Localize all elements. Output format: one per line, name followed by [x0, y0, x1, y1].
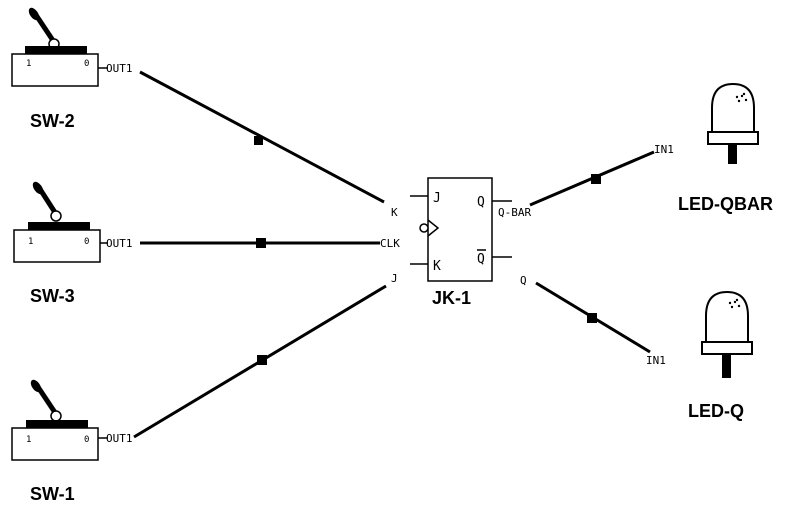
led-bulb-icon	[707, 82, 759, 164]
switch-mark-left: 1	[26, 59, 31, 69]
switch-pin-label: OUT1	[106, 62, 133, 75]
switch-mark-right: 0	[84, 59, 89, 69]
ff-pin-q: Q	[477, 195, 485, 210]
switch-body	[11, 427, 99, 461]
switch-sw-2[interactable]: 1 0 OUT1 SW-2	[11, 6, 133, 131]
switch-label: SW-3	[30, 286, 75, 306]
wire-sw1-to-j[interactable]	[133, 284, 387, 439]
net-label-j-in: J	[391, 272, 398, 285]
ff-pin-k: K	[433, 259, 441, 274]
switch-sw-1[interactable]: 1 0 OUT1 SW-1	[11, 378, 133, 504]
switch-mark-right: 0	[84, 237, 89, 247]
switch-sw-3[interactable]: 1 0 OUT1 SW-3	[13, 180, 133, 306]
led-pin-label: IN1	[654, 143, 674, 156]
led-label: LED-QBAR	[678, 194, 773, 214]
switch-mark-left: 1	[28, 237, 33, 247]
led-label: LED-Q	[688, 401, 744, 421]
toggle-lever-icon	[25, 7, 87, 54]
wire-sw2-to-k[interactable]	[139, 70, 385, 204]
switch-label: SW-1	[30, 484, 75, 504]
toggle-lever-icon	[26, 379, 88, 429]
switch-pin-label: OUT1	[106, 432, 133, 445]
wire-q-to-led-q[interactable]	[535, 281, 651, 354]
led-qbar[interactable]: IN1 LED-QBAR	[654, 82, 773, 214]
toggle-lever-icon	[28, 181, 90, 231]
switch-label: SW-2	[30, 111, 75, 131]
led-bulb-icon	[701, 290, 753, 378]
net-label-q-out: Q	[520, 274, 527, 287]
switch-mark-right: 0	[84, 435, 89, 445]
wire-qbar-to-led-qbar[interactable]	[529, 150, 655, 207]
net-label-qbar-out: Q-BAR	[498, 206, 531, 219]
switch-mark-left: 1	[26, 435, 31, 445]
switch-body	[13, 229, 101, 263]
clock-triangle-icon	[427, 219, 440, 237]
ff-pin-qbar: Q	[477, 252, 485, 267]
led-pin-label: IN1	[646, 354, 666, 367]
switch-body	[11, 53, 99, 87]
net-label-clk-in: CLK	[380, 237, 400, 250]
ff-pin-j: J	[433, 191, 441, 206]
net-label-k-in: K	[391, 206, 398, 219]
clock-bubble-icon	[419, 223, 429, 233]
flipflop-body	[427, 177, 493, 282]
jk-flipflop[interactable]: J K Q Q JK-1	[410, 177, 512, 308]
flipflop-label: JK-1	[432, 288, 471, 308]
wire-sw3-to-clk[interactable]	[140, 238, 380, 248]
led-q[interactable]: IN1 LED-Q	[646, 290, 753, 421]
switch-pin-label: OUT1	[106, 237, 133, 250]
